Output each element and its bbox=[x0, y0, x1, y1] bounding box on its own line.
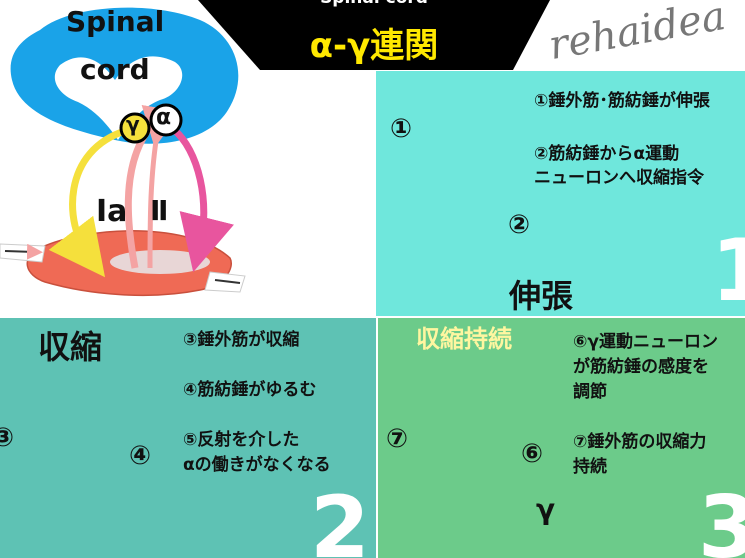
spinal-label-line1: Spinal bbox=[66, 5, 165, 38]
step-6-text-line1: ⑥γ運動ニューロン bbox=[573, 332, 718, 352]
marker-3: ③ bbox=[0, 423, 15, 453]
stretch-heading: 伸張 bbox=[509, 277, 574, 315]
ia-fiber-label: Ia bbox=[96, 194, 128, 229]
ii-fiber-arrow bbox=[141, 104, 182, 269]
spinal-cord-shape bbox=[10, 7, 239, 144]
ia-fiber-arrow bbox=[48, 126, 130, 278]
ii-fiber-label: Ⅱ bbox=[150, 194, 169, 227]
step-2-text-line1: ②筋紡錘からα運動 bbox=[534, 144, 680, 164]
step-6-text-line3: 調節 bbox=[573, 382, 607, 402]
page-title: α-γ連関 bbox=[309, 26, 439, 66]
panel-number-2: 2 bbox=[310, 478, 370, 558]
marker-6: ⑥ bbox=[521, 439, 544, 469]
alpha-bubble bbox=[149, 103, 183, 137]
panel-stretch: ① ② ①錘外筋･筋紡錘が伸張 ②筋紡錘からα運動 ニューロンへ収縮指令 伸張 … bbox=[376, 71, 745, 316]
spinal-label-line2: cord bbox=[80, 53, 150, 86]
step-7-text-line2: 持続 bbox=[573, 457, 607, 477]
step-4-text: ④筋紡錘がゆるむ bbox=[183, 380, 317, 400]
step-3-text: ③錘外筋が収縮 bbox=[183, 330, 300, 350]
marker-7: ⑦ bbox=[386, 424, 409, 454]
gamma-label: γ bbox=[536, 493, 556, 526]
gamma-bubble bbox=[119, 112, 151, 144]
panel-number-1: 1 bbox=[711, 221, 745, 316]
ii-fiber bbox=[124, 127, 151, 269]
step-5-text-line2: αの働きがなくなる bbox=[183, 455, 331, 475]
contract-heading: 収縮 bbox=[38, 328, 103, 366]
marker-2: ② bbox=[508, 210, 531, 240]
panel-contract: 収縮 ③ ④ ③錘外筋が収縮 ④筋紡錘がゆるむ ⑤反射を介した αの働きがなくな… bbox=[0, 318, 376, 558]
step-7-text-line1: ⑦錘外筋の収縮力 bbox=[573, 432, 707, 452]
step-2-text-line2: ニューロンへ収縮指令 bbox=[534, 168, 704, 188]
marker-1: ① bbox=[390, 114, 413, 144]
alpha-symbol: α bbox=[156, 105, 172, 130]
panel-sustain: 収縮持続 ⑦ ⑥ γ ⑥γ運動ニューロン が筋紡錘の感度を 調節 ⑦錘外筋の収縮… bbox=[378, 318, 745, 558]
panel-number-3: 3 bbox=[698, 478, 745, 558]
sustain-heading: 収縮持続 bbox=[416, 325, 512, 353]
gamma-symbol: γ bbox=[126, 112, 140, 136]
title-banner: Spinal cord α-γ連関 bbox=[198, 0, 550, 70]
step-5-text-line1: ⑤反射を介した bbox=[183, 430, 300, 450]
step-1-text: ①錘外筋･筋紡錘が伸張 bbox=[534, 91, 710, 111]
title-top-label: Spinal cord bbox=[198, 0, 550, 8]
step-6-text-line2: が筋紡錘の感度を bbox=[573, 357, 709, 377]
alpha-fiber-arrow bbox=[169, 125, 234, 273]
muscle-top-left bbox=[0, 230, 246, 297]
title-banner-shape bbox=[198, 0, 550, 70]
marker-4: ④ bbox=[129, 441, 152, 471]
